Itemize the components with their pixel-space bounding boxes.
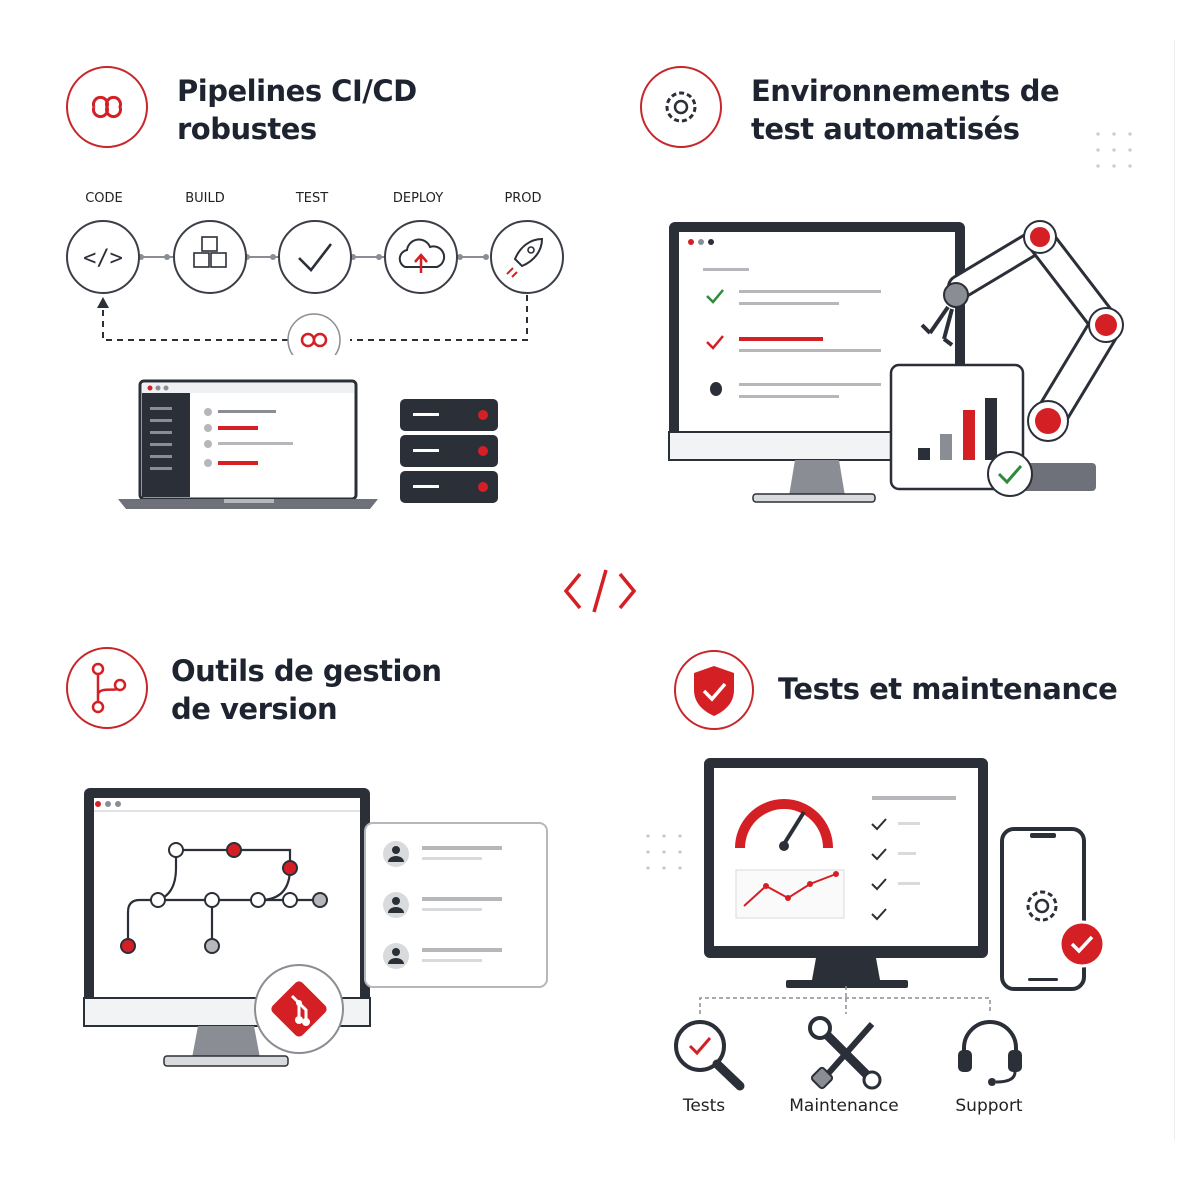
env-title-line2: test automatisés xyxy=(751,112,1020,146)
cicd-title-line2: robustes xyxy=(177,112,317,146)
chart-card xyxy=(889,363,1033,497)
stage-prod xyxy=(490,220,564,294)
wrench-screwdriver-icon xyxy=(808,1016,882,1090)
infinity-loop-icon xyxy=(66,66,148,148)
robot-arm xyxy=(920,220,1124,491)
git-logo-icon xyxy=(254,964,344,1054)
stage-build xyxy=(173,220,247,294)
env-title-line1: Environnements de xyxy=(751,74,1060,108)
stage-label-prod: PROD xyxy=(504,191,542,206)
code-brackets-icon xyxy=(563,569,637,613)
tool-label-support: Support xyxy=(955,1096,1023,1116)
stage-deploy xyxy=(384,220,458,294)
edge-divider xyxy=(1174,40,1175,1140)
tool-label-tests: Tests xyxy=(682,1096,726,1116)
laptop-illustration xyxy=(118,379,378,509)
stage-label-code: CODE xyxy=(85,191,123,206)
cicd-title-line1: Pipelines CI/CD xyxy=(177,74,417,108)
dot-grid-decoration xyxy=(1096,132,1132,168)
stage-code: </> xyxy=(66,220,140,294)
stage-test xyxy=(278,220,352,294)
stage-label-deploy: DEPLOY xyxy=(392,191,444,206)
dashboard-monitor xyxy=(704,758,988,988)
dot-grid-decoration xyxy=(646,834,682,870)
branch-icon xyxy=(66,647,148,729)
headset-icon xyxy=(958,1020,1022,1086)
magnifier-check-icon xyxy=(674,1020,745,1091)
vcs-title-line1: Outils de gestion xyxy=(171,654,442,688)
stage-label-test: TEST xyxy=(295,191,329,206)
tool-connectors xyxy=(699,986,991,1014)
shield-check-icon xyxy=(674,650,754,730)
stage-label-build: BUILD xyxy=(185,191,225,206)
pipeline-diagram: </> xyxy=(66,220,564,355)
infinity-badge xyxy=(287,313,341,355)
server-stack xyxy=(400,399,498,503)
commit-list-card xyxy=(364,822,548,988)
svg-text:</>: </> xyxy=(83,246,123,271)
phone-illustration xyxy=(1000,827,1106,991)
tool-label-maintenance: Maintenance xyxy=(789,1096,899,1116)
maint-title: Tests et maintenance xyxy=(778,672,1118,706)
vcs-title-line2: de version xyxy=(171,692,338,726)
gear-icon xyxy=(640,66,722,148)
